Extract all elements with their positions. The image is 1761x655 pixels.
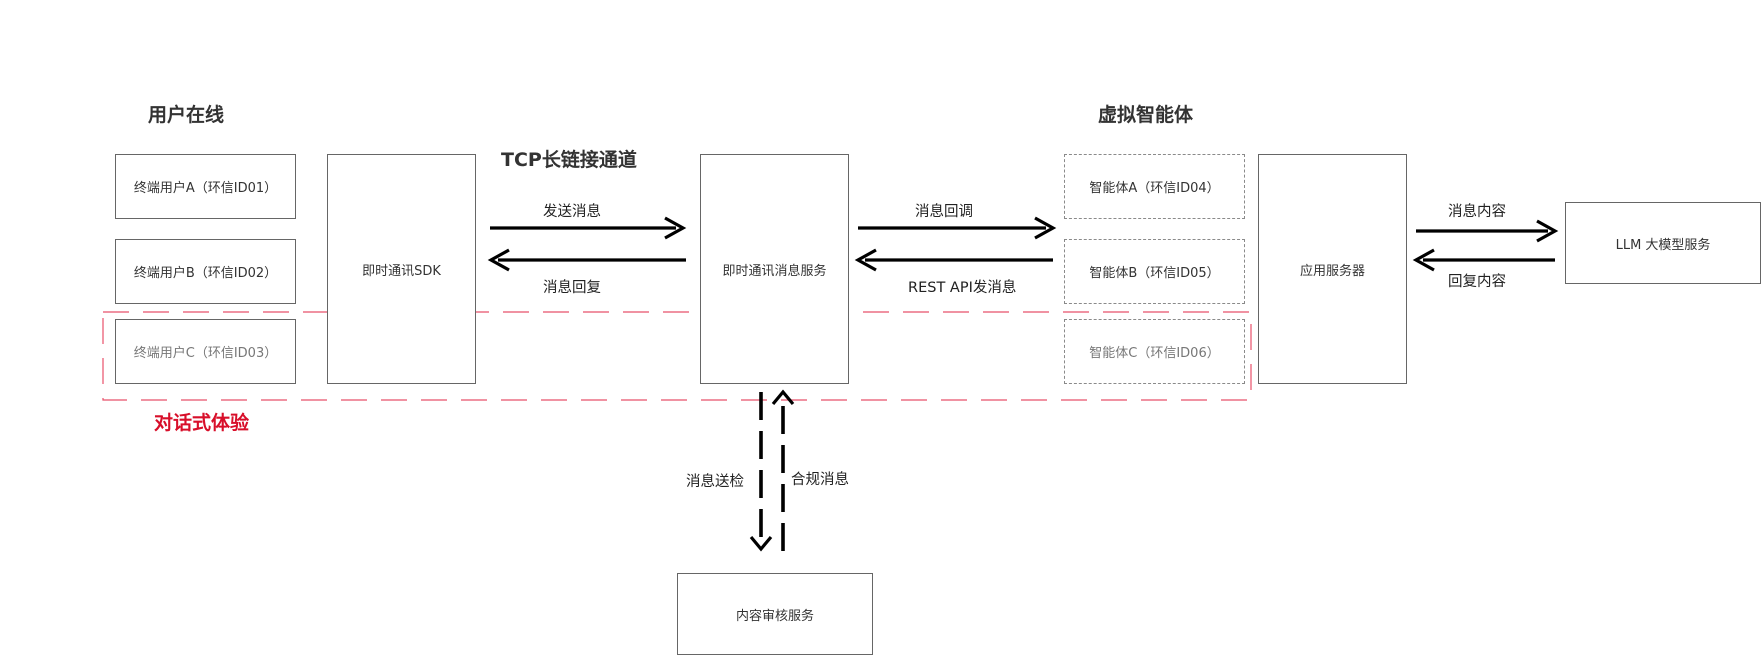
im-sdk-node: 即时通讯SDK	[327, 154, 476, 384]
rest-api-send-label: REST API发消息	[908, 280, 1017, 296]
message-callback-label: 消息回调	[915, 204, 973, 220]
app-server-node: 应用服务器	[1258, 154, 1407, 384]
conversation-region-label: 对话式体验	[154, 412, 250, 434]
virtual-agent-heading: 虚拟智能体	[1098, 104, 1194, 126]
message-callback-arrow	[858, 216, 1057, 240]
compliant-message-arrow	[771, 389, 795, 551]
send-message-arrow	[490, 216, 687, 240]
reply-content-arrow	[1412, 248, 1555, 272]
llm-service-node: LLM 大模型服务	[1565, 202, 1761, 284]
send-message-label: 发送消息	[543, 204, 601, 220]
user-c-node: 终端用户C（环信ID03）	[115, 319, 296, 384]
agent-a-node: 智能体A（环信ID04）	[1064, 154, 1245, 219]
user-b-node: 终端用户B（环信ID02）	[115, 239, 296, 304]
im-message-service-node: 即时通讯消息服务	[700, 154, 849, 384]
compliant-message-label: 合规消息	[791, 472, 849, 488]
rest-api-send-arrow	[854, 248, 1053, 272]
tcp-channel-heading: TCP长链接通道	[501, 149, 637, 171]
content-moderation-service-node: 内容审核服务	[677, 573, 873, 655]
reply-content-label: 回复内容	[1448, 274, 1506, 290]
agent-c-node: 智能体C（环信ID06）	[1064, 319, 1245, 384]
agent-b-node: 智能体B（环信ID05）	[1064, 239, 1245, 304]
message-reply-label: 消息回复	[543, 280, 601, 296]
message-content-arrow	[1416, 219, 1559, 243]
message-check-label: 消息送检	[686, 474, 744, 490]
message-reply-arrow	[487, 248, 686, 272]
user-online-heading: 用户在线	[148, 104, 225, 126]
user-a-node: 终端用户A（环信ID01）	[115, 154, 296, 219]
message-check-arrow	[749, 392, 773, 552]
message-content-label: 消息内容	[1448, 204, 1506, 220]
